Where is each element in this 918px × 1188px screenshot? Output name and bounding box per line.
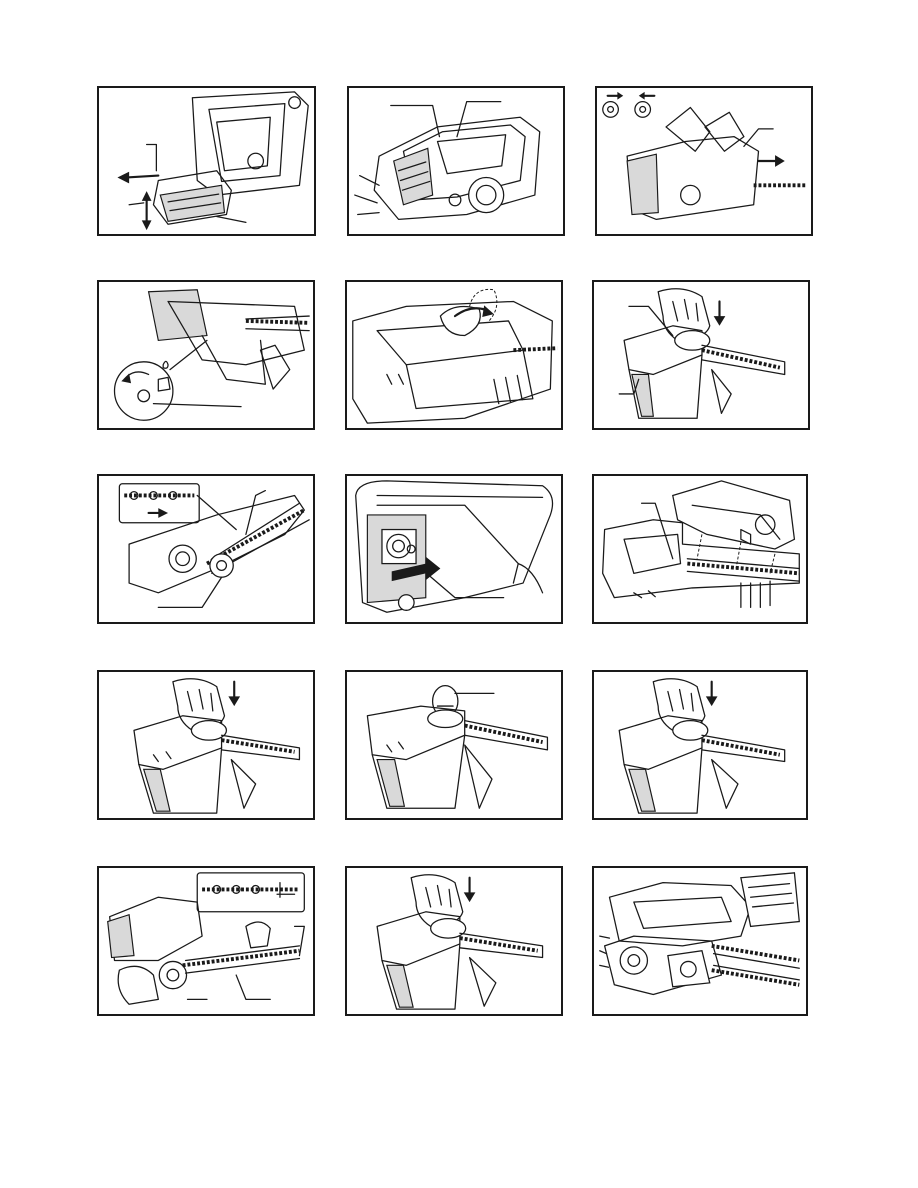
figure-panel-2 — [347, 86, 565, 236]
figure-panel-3 — [595, 86, 813, 236]
oil-adjust-screw-illustration — [99, 282, 313, 428]
figure-panel-9 — [592, 474, 808, 624]
tool-top-view-illustration — [349, 88, 563, 234]
figure-panel-13 — [97, 866, 315, 1016]
lever-press-3-illustration — [594, 672, 806, 818]
figure-panel-8 — [345, 474, 563, 624]
figure-panel-15 — [592, 866, 808, 1016]
figure-panel-12 — [592, 670, 808, 820]
cover-removal-illustration — [594, 476, 806, 622]
lever-press-4-illustration — [347, 868, 561, 1014]
figure-panel-11 — [345, 670, 563, 820]
chain-direction-illustration — [99, 476, 313, 622]
figure-panel-7 — [97, 474, 315, 624]
chain-install-illustration — [99, 868, 313, 1014]
sprocket-cover-lever-illustration — [347, 282, 561, 428]
lever-press-illustration — [594, 282, 808, 428]
battery-removal-illustration — [99, 88, 314, 234]
chain-brake-check-illustration — [597, 88, 811, 234]
figure-panel-5 — [345, 280, 563, 430]
sprocket-slide-illustration — [347, 476, 561, 622]
figure-panel-4 — [97, 280, 315, 430]
lever-raised-illustration — [347, 672, 561, 818]
figure-panel-6 — [592, 280, 810, 430]
figure-panel-1 — [97, 86, 316, 236]
chain-assembled-illustration — [594, 868, 806, 1014]
lever-press-2-illustration — [99, 672, 313, 818]
figure-panel-10 — [97, 670, 315, 820]
figure-panel-14 — [345, 866, 563, 1016]
